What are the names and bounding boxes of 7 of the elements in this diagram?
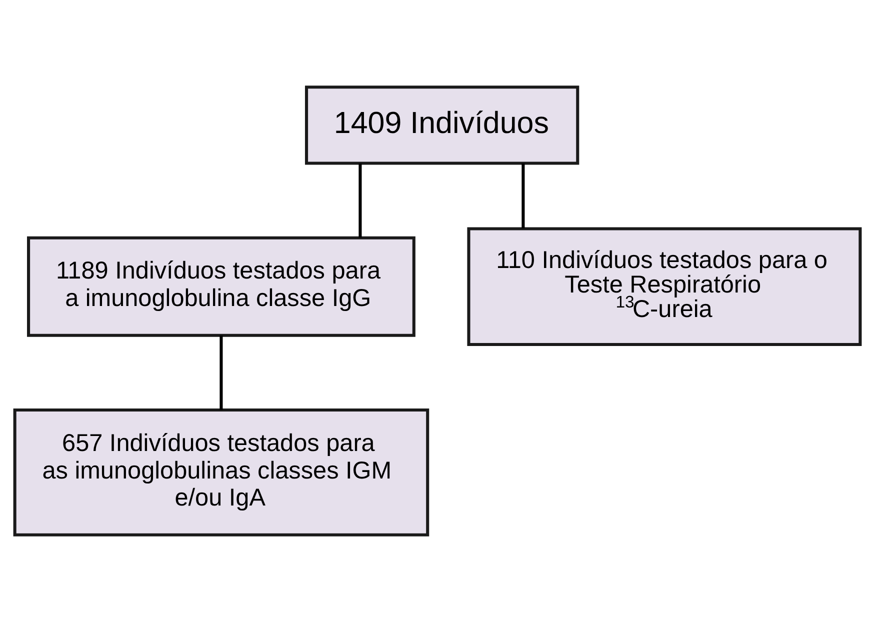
connector: [220, 334, 223, 410]
node-box: 657 Indivíduos testados para as imunoglobulinas classes IGM e/ou IgA: [13, 408, 430, 536]
connector: [522, 162, 525, 228]
node-box: 1409 Indivíduos: [304, 85, 580, 164]
node-box: 1189 Indivíduos testados para a imunoglobulina classe IgG: [27, 236, 416, 336]
node-box: 110 Indivíduos testados para o Teste Respiratório $^{13}$C-ureia: [467, 226, 862, 346]
connector: [358, 162, 362, 238]
